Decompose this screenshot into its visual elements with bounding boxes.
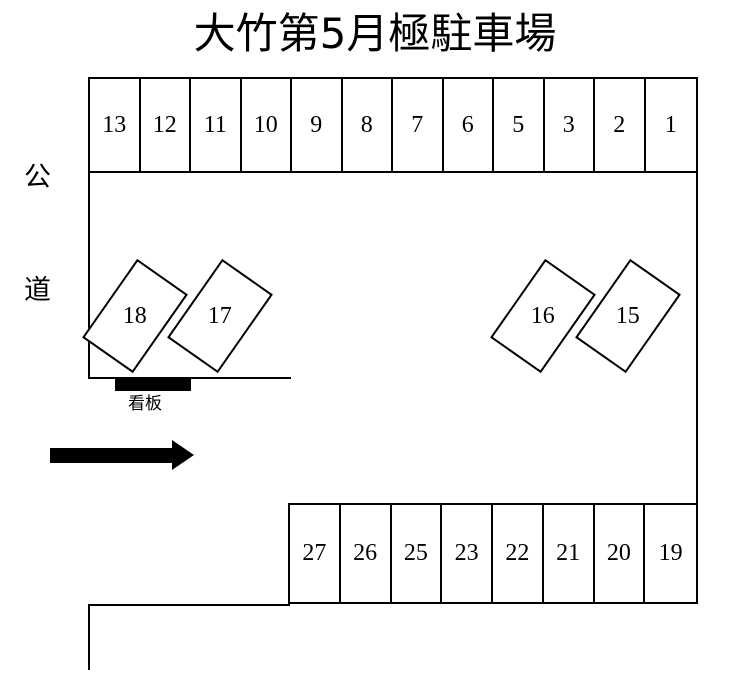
stall-number: 1	[664, 111, 677, 138]
stall-26[interactable]: 26	[341, 505, 392, 602]
stall-23[interactable]: 23	[442, 505, 493, 602]
stall-number: 10	[253, 111, 278, 138]
stall-number: 17	[208, 302, 232, 329]
lot-boundary-left-upper	[88, 171, 90, 379]
stall-number: 21	[556, 540, 581, 566]
stall-number: 25	[403, 540, 428, 566]
stall-number: 13	[102, 111, 127, 138]
stall-7[interactable]: 7	[393, 79, 444, 171]
page-title: 大竹第5月極駐車場	[193, 9, 557, 58]
stall-number: 6	[461, 111, 474, 138]
stall-5[interactable]: 5	[494, 79, 545, 171]
public-road-label-char-2: 道	[24, 275, 51, 306]
stall-number: 23	[454, 540, 479, 566]
stall-6[interactable]: 6	[444, 79, 494, 171]
stall-12[interactable]: 12	[141, 79, 191, 171]
stall-10[interactable]: 10	[242, 79, 292, 171]
arrow-right-icon-shaft	[50, 448, 174, 463]
signboard-label: 看板	[128, 394, 162, 414]
stall-19[interactable]: 19	[645, 505, 696, 602]
signboard-icon	[115, 379, 191, 391]
stall-number: 27	[302, 540, 327, 566]
public-road-label-char-1: 公	[24, 162, 51, 193]
stall-9[interactable]: 9	[292, 79, 343, 171]
stall-27[interactable]: 27	[290, 505, 341, 602]
arrow-right-icon-head	[172, 440, 194, 470]
stall-number: 26	[353, 540, 378, 566]
stall-21[interactable]: 21	[544, 505, 595, 602]
stall-13[interactable]: 13	[90, 79, 141, 171]
stall-17[interactable]: 17	[167, 258, 273, 374]
stall-22[interactable]: 22	[493, 505, 544, 602]
stall-18[interactable]: 18	[82, 258, 188, 374]
lot-boundary-southwest-horizontal	[88, 604, 290, 606]
south-stall-row: 27 26 25 23 22 21 20 19	[288, 503, 698, 604]
lot-boundary-signboard-edge	[88, 377, 291, 379]
stall-15[interactable]: 15	[575, 258, 681, 374]
lot-boundary-right	[696, 171, 698, 505]
stall-number: 16	[531, 302, 555, 329]
stall-number: 15	[616, 302, 640, 329]
stall-number: 11	[203, 111, 227, 138]
stall-number: 12	[152, 111, 177, 138]
stall-number: 20	[606, 540, 631, 566]
stall-2[interactable]: 2	[595, 79, 646, 171]
north-stall-row: 13 12 11 10 9 8 7 6 5 3 2 1	[88, 77, 698, 173]
stall-number: 2	[613, 111, 626, 138]
stall-number: 22	[505, 540, 530, 566]
stall-20[interactable]: 20	[595, 505, 646, 602]
stall-number: 18	[123, 302, 147, 329]
stall-number: 19	[658, 540, 683, 566]
stall-number: 8	[360, 111, 373, 138]
stall-3[interactable]: 3	[545, 79, 595, 171]
stall-11[interactable]: 11	[191, 79, 242, 171]
lot-boundary-southwest-vertical	[88, 604, 90, 670]
stall-number: 3	[562, 111, 575, 138]
stall-1[interactable]: 1	[646, 79, 697, 171]
stall-25[interactable]: 25	[392, 505, 443, 602]
stall-number: 9	[310, 111, 323, 138]
stall-number: 5	[512, 111, 525, 138]
stall-number: 7	[411, 111, 424, 138]
stall-16[interactable]: 16	[490, 258, 596, 374]
stall-8[interactable]: 8	[343, 79, 393, 171]
